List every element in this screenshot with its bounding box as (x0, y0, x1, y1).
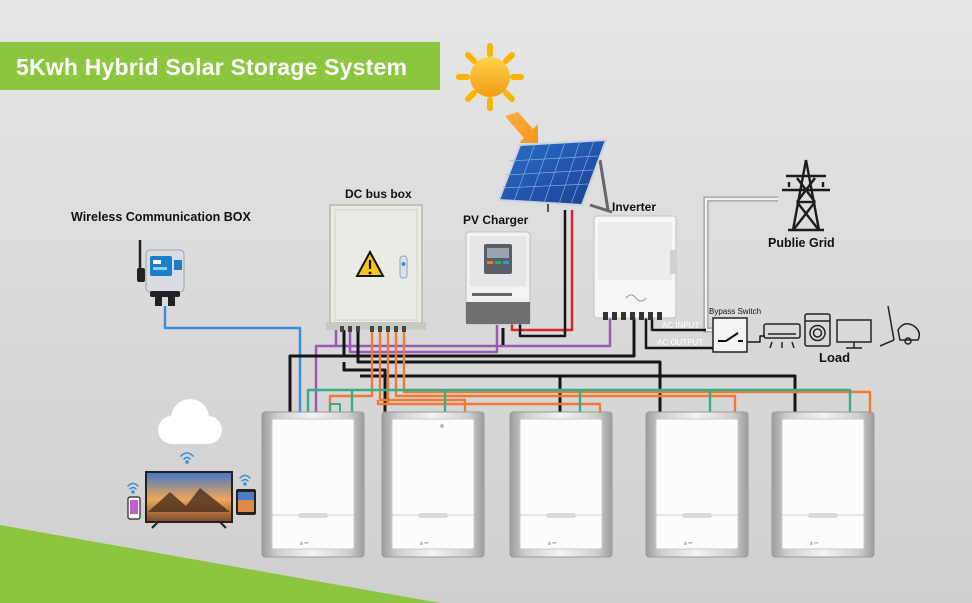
dc-bus-box (326, 204, 426, 332)
pv-charger (465, 231, 531, 325)
wifi-icon (180, 452, 194, 464)
ac-output-label: AC OUTPUT (657, 338, 704, 347)
wifi-icon (127, 482, 139, 494)
svg-text:◭ ▪▪▪: ◭ ▪▪▪ (420, 540, 429, 545)
green-corner-decoration (0, 525, 440, 603)
battery-module: ◭ ▪▪▪ (771, 411, 875, 558)
wifi-icon (239, 474, 251, 486)
transmission-tower-icon (782, 159, 830, 232)
svg-text:◭ ▪▪▪: ◭ ▪▪▪ (548, 540, 557, 545)
warning-icon (355, 249, 385, 277)
cable-lines (163, 210, 872, 412)
sunlight-arrow-icon (505, 112, 538, 143)
monitor-icon (836, 319, 872, 349)
wireless-communication-box (137, 240, 185, 306)
tablet-icon (236, 489, 256, 515)
battery-module: ◭ ▪▪▪ (645, 411, 749, 558)
svg-text:◭ ▪▪▪: ◭ ▪▪▪ (300, 540, 309, 545)
solar-panel-icon (497, 138, 613, 214)
ac-input-label: AC INPUT (662, 321, 700, 330)
inverter (593, 215, 677, 320)
washing-machine-icon (804, 313, 831, 347)
svg-text:◭ ▪▪▪: ◭ ▪▪▪ (684, 540, 693, 545)
battery-module: ◭ ▪▪▪ (381, 411, 485, 558)
battery-module: ◭ ▪▪▪ (509, 411, 613, 558)
public-grid-label: Publie Grid (768, 236, 835, 250)
battery-modules: ◭ ▪▪▪ ◭ ▪▪▪ ◭ ▪▪▪ (261, 411, 875, 558)
sun-icon (456, 43, 524, 111)
title-banner (0, 42, 440, 90)
vacuum-cleaner-icon (879, 305, 921, 347)
battery-module: ◭ ▪▪▪ (261, 411, 365, 558)
phone-icon (127, 496, 141, 520)
dc-bus-box-label: DC bus box (345, 187, 412, 201)
svg-text:◭ ▪▪▪: ◭ ▪▪▪ (810, 540, 819, 545)
air-conditioner-icon (763, 323, 801, 349)
cloud-icon (158, 399, 222, 444)
tv-icon (145, 471, 233, 529)
page-title: 5Kwh Hybrid Solar Storage System (16, 54, 408, 80)
bypass-switch-label: Bypass Switch (709, 307, 762, 316)
inverter-label: Inverter (612, 200, 657, 214)
load-label: Load (819, 350, 851, 365)
pv-charger-label: PV Charger (463, 213, 529, 227)
bypass-switch (712, 317, 748, 353)
wireless-box-label: Wireless Communication BOX (71, 210, 251, 224)
